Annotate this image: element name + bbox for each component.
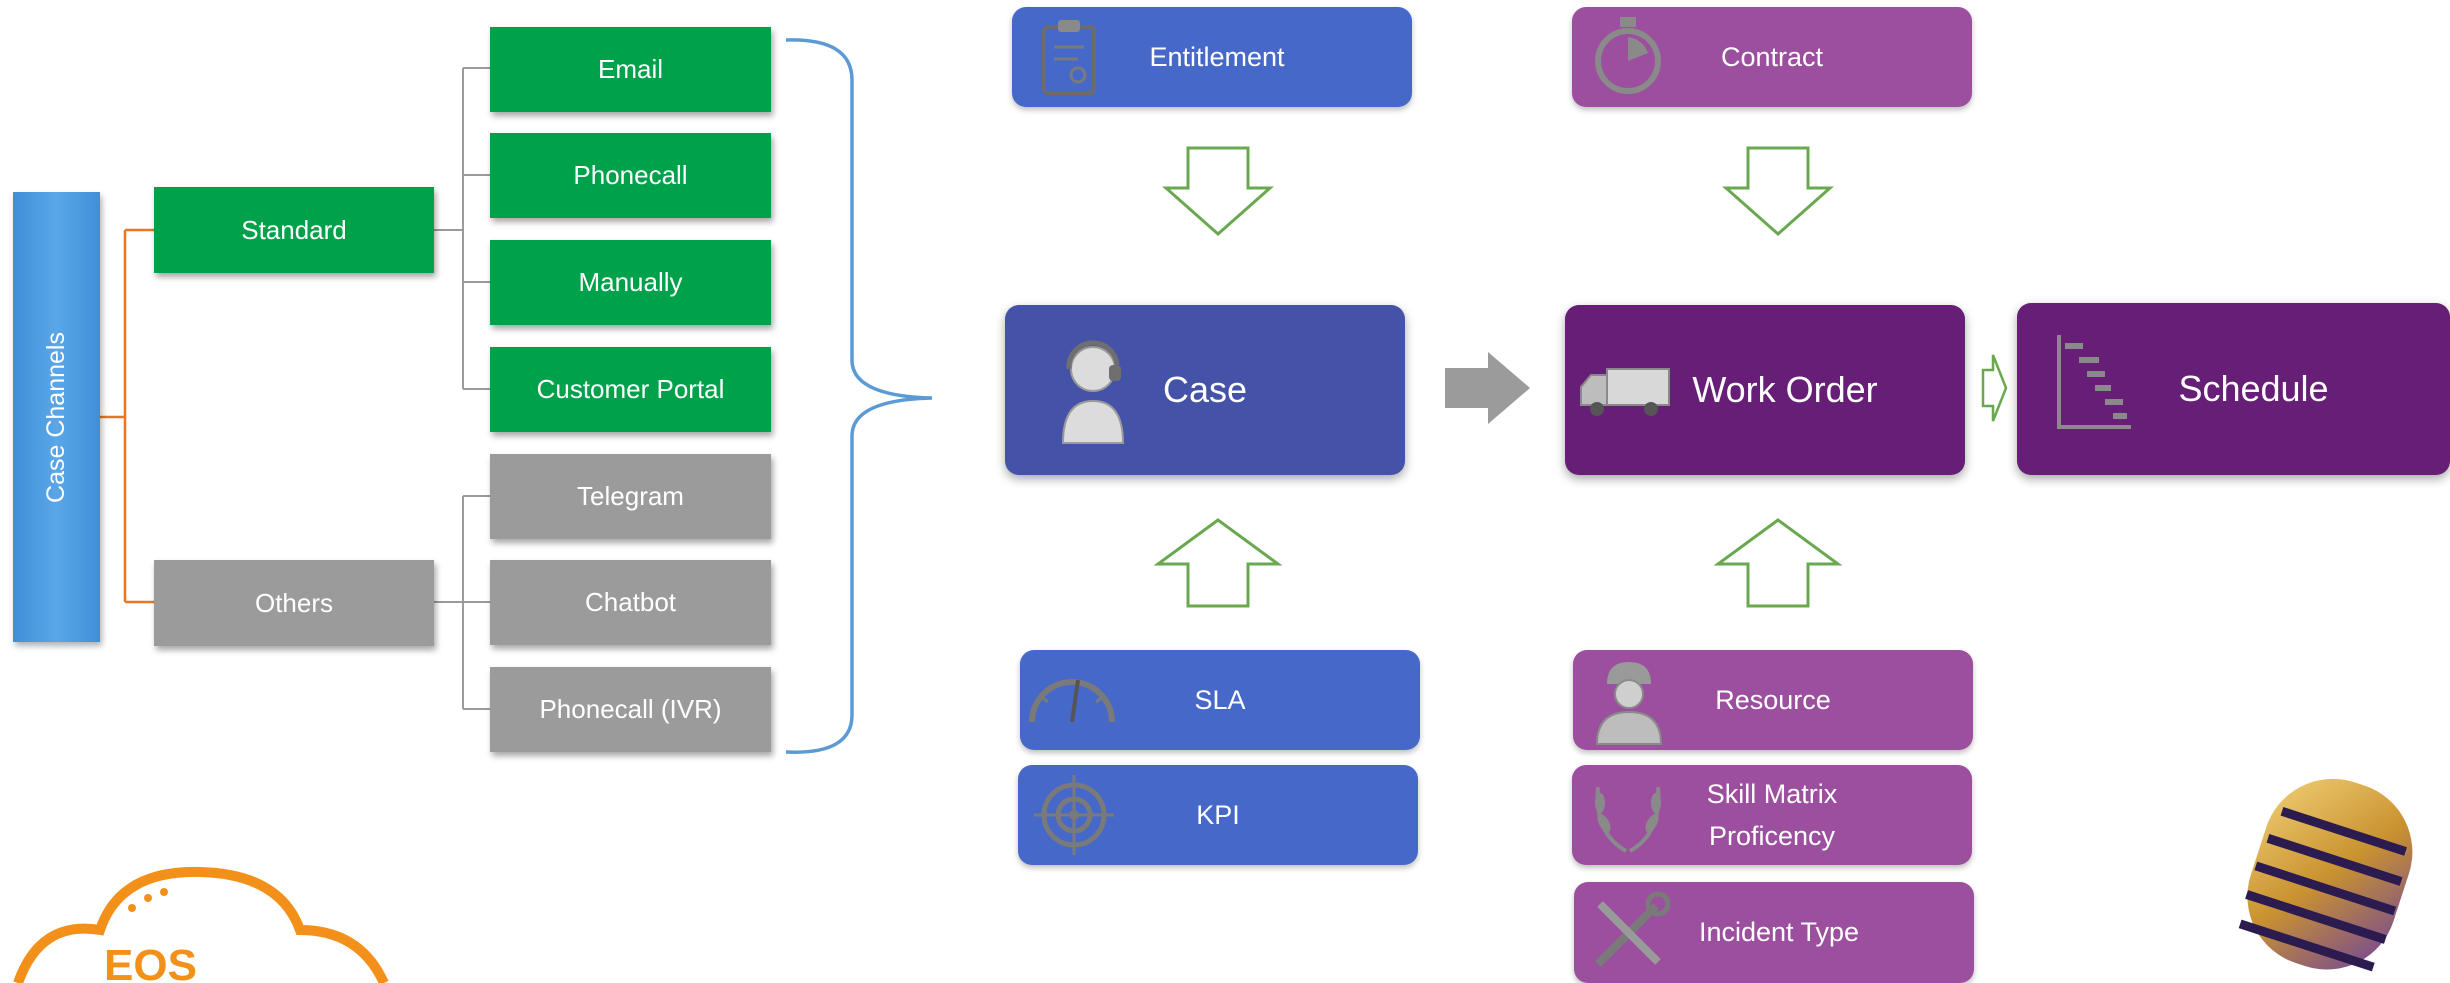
sla-arrow [1153, 518, 1283, 608]
logo-text: EOS [104, 941, 197, 983]
eos-logo: EOS [13, 866, 389, 983]
channel-label: Manually [578, 267, 683, 297]
others-connector [434, 495, 490, 710]
channel-customer-portal: Customer Portal [490, 347, 771, 432]
case-channels-root: Case Channels [13, 192, 100, 642]
channel-telegram: Telegram [490, 454, 771, 539]
channel-manually: Manually [490, 240, 771, 325]
channels-connector [100, 228, 154, 604]
case-box: Case [1005, 305, 1405, 475]
channel-label: Customer Portal [536, 374, 725, 404]
target-icon [1034, 775, 1114, 855]
channel-chatbot: Chatbot [490, 560, 771, 645]
schedule-label: Schedule [2178, 368, 2329, 409]
call-agent-icon [1061, 340, 1125, 444]
entitlement-label: Entitlement [1149, 41, 1285, 72]
standard-connector [434, 67, 490, 390]
channel-label: Telegram [577, 481, 684, 511]
resource-box: Resource [1573, 650, 1973, 750]
entitlement-box: Entitlement [1012, 7, 1412, 107]
gantt-chart-icon [2057, 335, 2131, 429]
group-others-label: Others [254, 587, 334, 618]
tools-icon [1595, 891, 1671, 967]
stopwatch-icon [1595, 17, 1661, 94]
case-label: Case [1162, 369, 1248, 410]
group-standard-label: Standard [241, 214, 347, 245]
resource-label: Resource [1715, 684, 1831, 715]
channel-label: Email [597, 54, 663, 84]
skill-matrix-label: Skill Matrix [1706, 779, 1838, 809]
contract-box: Contract [1572, 7, 1972, 107]
certificate-clipboard-icon [1042, 20, 1096, 95]
contract-arrow [1722, 146, 1834, 237]
incident-type-box: Incident Type [1574, 882, 1974, 983]
skill-matrix-box: Skill Matrix Proficency [1572, 765, 1972, 865]
kpi-box: KPI [1018, 765, 1418, 865]
channel-label: Phonecall [573, 160, 688, 190]
channels-brace [785, 38, 933, 754]
entitlement-arrow [1162, 146, 1274, 237]
channel-label: Phonecall (IVR) [539, 694, 722, 724]
microphone-icon [2238, 778, 2413, 972]
group-others: Others [154, 560, 434, 646]
delivery-truck-icon [1580, 368, 1670, 416]
channel-email: Email [490, 27, 771, 112]
channel-phonecall: Phonecall [490, 133, 771, 218]
resource-arrow [1713, 518, 1843, 608]
kpi-label: KPI [1196, 799, 1240, 830]
channel-phonecall-ivr: Phonecall (IVR) [490, 667, 771, 752]
laurel-icon [1595, 786, 1661, 853]
contract-label: Contract [1720, 41, 1824, 72]
gauge-icon [1029, 679, 1115, 723]
proficency-label: Proficency [1708, 821, 1836, 851]
work-order-box: Work Order [1565, 305, 1965, 475]
group-standard: Standard [154, 187, 434, 273]
sla-label: SLA [1194, 684, 1246, 715]
sla-box: SLA [1020, 650, 1420, 750]
to-schedule-arrow [1981, 354, 2008, 422]
incident-type-label: Incident Type [1698, 917, 1860, 947]
worker-icon [1595, 662, 1663, 745]
channel-label: Chatbot [584, 587, 677, 617]
case-to-workorder-arrow [1445, 352, 1530, 424]
work-order-label: Work Order [1692, 369, 1878, 410]
schedule-box: Schedule [2017, 303, 2450, 475]
case-channels-label: Case Channels [42, 331, 70, 503]
